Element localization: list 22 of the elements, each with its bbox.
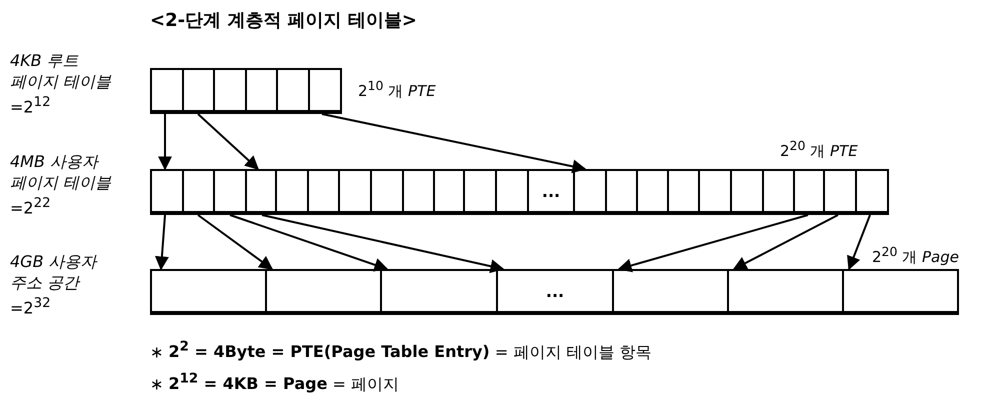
- arrow: [197, 214, 274, 270]
- arrow: [262, 214, 504, 274]
- arrow: [847, 214, 871, 270]
- arrow: [618, 214, 808, 272]
- count-label: 2$^{20}$ 개 Page: [872, 244, 959, 267]
- row-label: 4KB 루트 페이지 테이블 =2$^{12}$: [10, 50, 112, 118]
- footnote: ∗ 2$^{12}$ = 4KB = Page = 페이지: [150, 372, 399, 396]
- arrow: [322, 113, 586, 174]
- count-label: 2$^{10}$ 개 PTE: [358, 78, 436, 101]
- row-label: 4GB 사용자 주소 공간 =2$^{32}$: [10, 251, 97, 318]
- footnote: ∗ 2$^{2}$ = 4Byte = PTE(Page Table Entry) = 페이지 테이블 항목: [150, 340, 652, 364]
- arrow: [154, 214, 169, 270]
- page-table: [150, 169, 889, 215]
- arrow: [230, 214, 388, 272]
- arrow: [158, 114, 172, 170]
- arrow: [197, 113, 260, 170]
- arrow: [732, 214, 838, 270]
- row-label: 4MB 사용자 페이지 테이블 =2$^{22}$: [10, 151, 112, 218]
- count-label: 2$^{20}$ 개 PTE: [780, 138, 858, 161]
- page-table: [150, 68, 342, 114]
- page-table: [150, 269, 959, 315]
- title: <2-단계 계층적 페이지 테이블>: [150, 9, 417, 32]
